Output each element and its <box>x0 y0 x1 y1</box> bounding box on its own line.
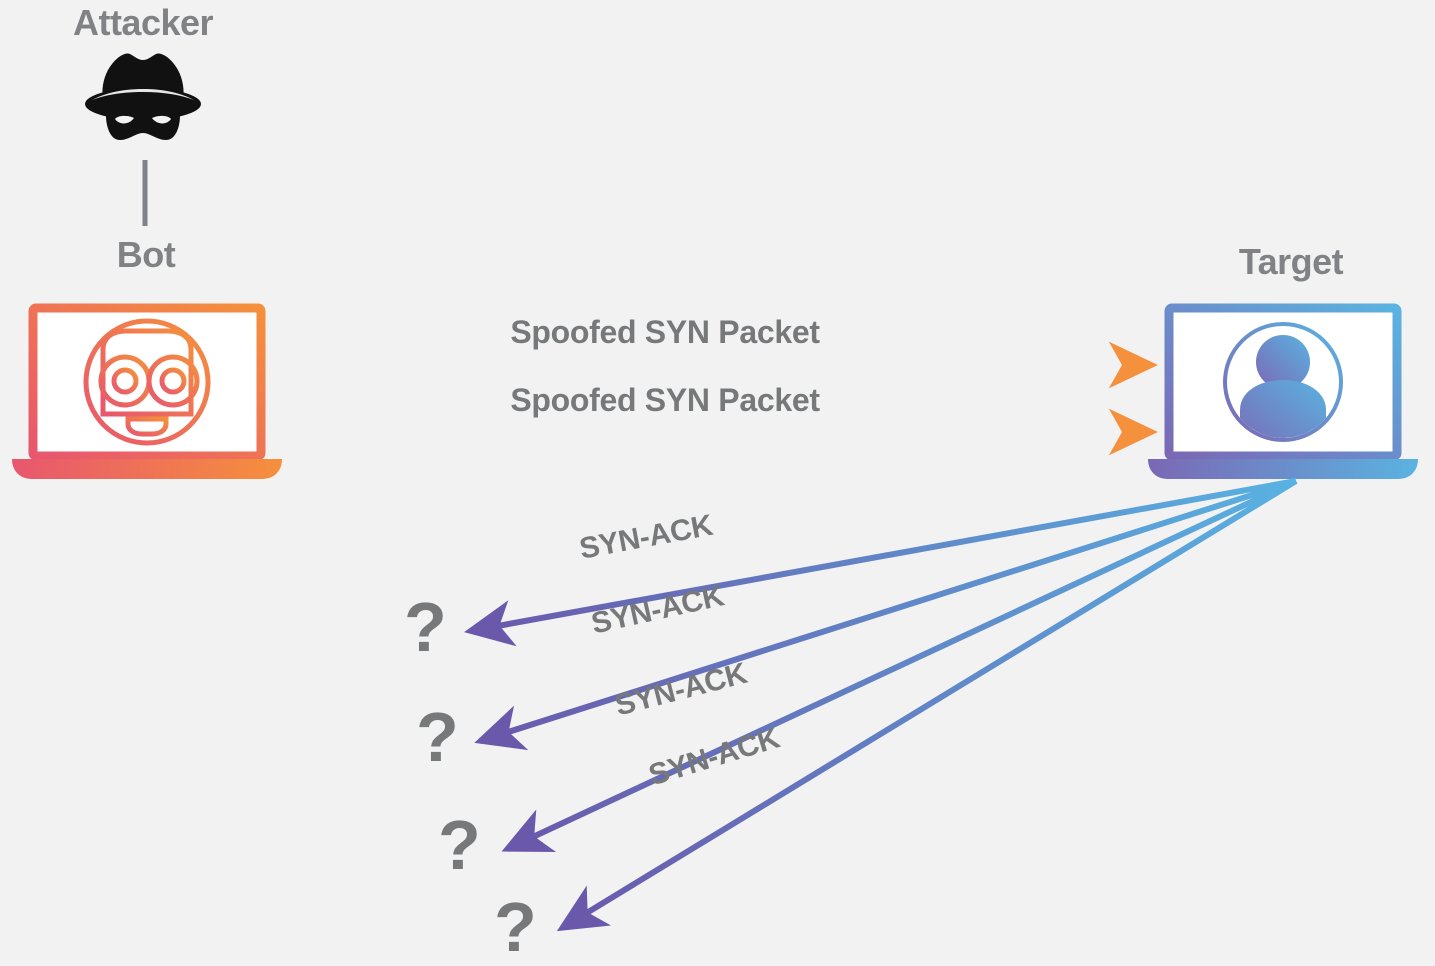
question-mark-1: ? <box>404 588 447 666</box>
bot-laptop-icon <box>12 303 282 479</box>
spoofed-syn-arrows <box>262 341 1159 456</box>
detective-hat-mask-icon <box>85 53 201 140</box>
target-label: Target <box>1238 241 1344 282</box>
question-mark-2: ? <box>416 698 459 776</box>
syn-ack-arrow-2 <box>474 478 1297 751</box>
target-laptop-icon <box>1148 303 1418 479</box>
bot-label: Bot <box>116 234 176 275</box>
syn-ack-arrow-4 <box>556 478 1298 932</box>
spoofed-syn-packet-label-1: Spoofed SYN Packet <box>510 314 820 350</box>
attacker-label: Attacker <box>72 2 214 43</box>
syn-ack-arrow-1 <box>464 478 1297 647</box>
question-mark-4: ? <box>494 888 537 966</box>
syn-ack-arrow-3 <box>501 478 1298 852</box>
user-avatar-icon <box>1223 322 1343 442</box>
syn-ack-arrows <box>464 478 1298 932</box>
spoofed-syn-packet-label-2: Spoofed SYN Packet <box>510 382 820 418</box>
robot-face-icon <box>83 318 211 446</box>
question-mark-3: ? <box>438 806 481 884</box>
